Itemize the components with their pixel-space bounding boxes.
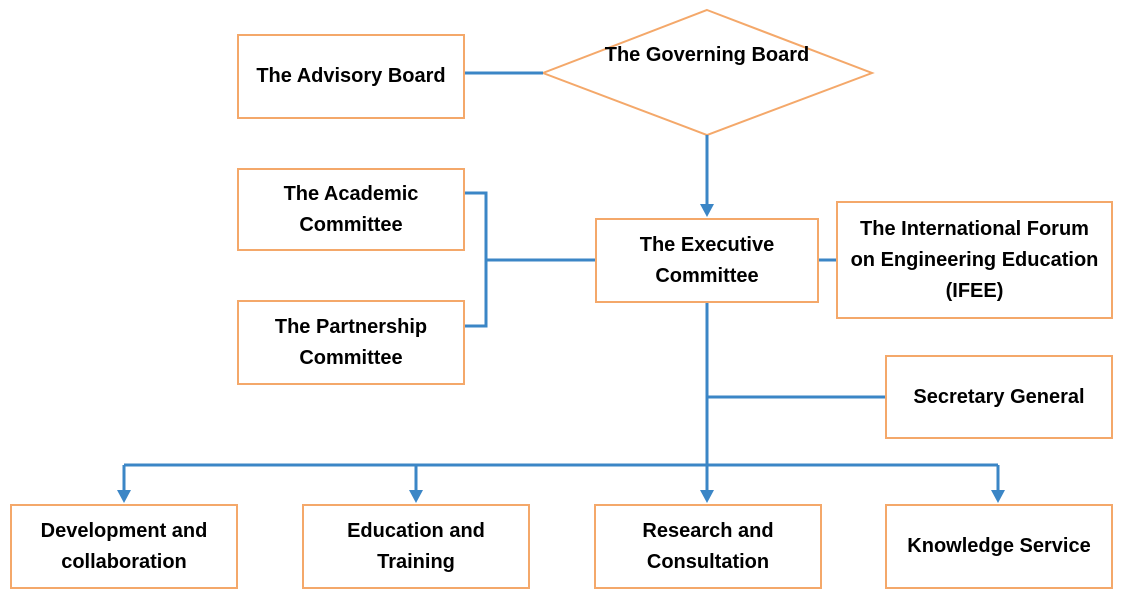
arrow-to-research <box>700 490 714 503</box>
ifee-box: The International Forum on Engineering E… <box>836 201 1113 319</box>
ifee-line-1: The International Forum <box>860 217 1089 240</box>
advisory-board-label: The Advisory Board <box>256 65 446 87</box>
development-line-1: Development and <box>40 519 208 542</box>
ifee-line-3: (IFEE) <box>945 279 1004 302</box>
arrow-to-knowledge <box>991 490 1005 503</box>
secretary-general-box: Secretary General <box>885 355 1113 439</box>
knowledge-label: Knowledge Service <box>907 535 1091 557</box>
research-line-1: Research and <box>642 519 774 542</box>
partnership-committee-box: The Partnership Committee <box>237 300 465 385</box>
academic-committee-box: The Academic Committee <box>237 168 465 251</box>
academic-committee-line-2: Committee <box>299 213 403 236</box>
arrow-to-development <box>117 490 131 503</box>
governing-board-label: The Governing Board <box>572 40 842 71</box>
development-box: Development and collaboration <box>10 504 238 589</box>
partnership-committee-line-2: Committee <box>299 346 403 369</box>
knowledge-box: Knowledge Service <box>885 504 1113 589</box>
governing-board-line-2: Board <box>751 44 810 66</box>
research-line-2: Consultation <box>646 550 770 573</box>
secretary-general-label: Secretary General <box>913 385 1085 408</box>
executive-committee-line-2: Committee <box>655 264 759 287</box>
ifee-line-2: on Engineering Education <box>850 248 1099 271</box>
research-box: Research and Consultation <box>594 504 822 589</box>
education-line-1: Education and <box>347 519 485 542</box>
education-box: Education and Training <box>302 504 530 589</box>
academic-committee-line-1: The Academic <box>283 182 419 205</box>
advisory-board-box: The Advisory Board <box>237 34 465 119</box>
connector-academic-bracket <box>464 191 488 328</box>
arrow-to-education <box>409 490 423 503</box>
arrow-to-executive <box>700 204 714 217</box>
governing-board-diamond <box>540 8 875 137</box>
executive-committee-line-1: The Executive <box>639 233 775 256</box>
partnership-committee-line-1: The Partnership <box>274 315 428 338</box>
executive-committee-box: The Executive Committee <box>595 218 819 303</box>
governing-board-line-1: The Governing <box>604 44 746 66</box>
development-line-2: collaboration <box>61 550 187 573</box>
education-line-2: Training <box>377 550 455 573</box>
